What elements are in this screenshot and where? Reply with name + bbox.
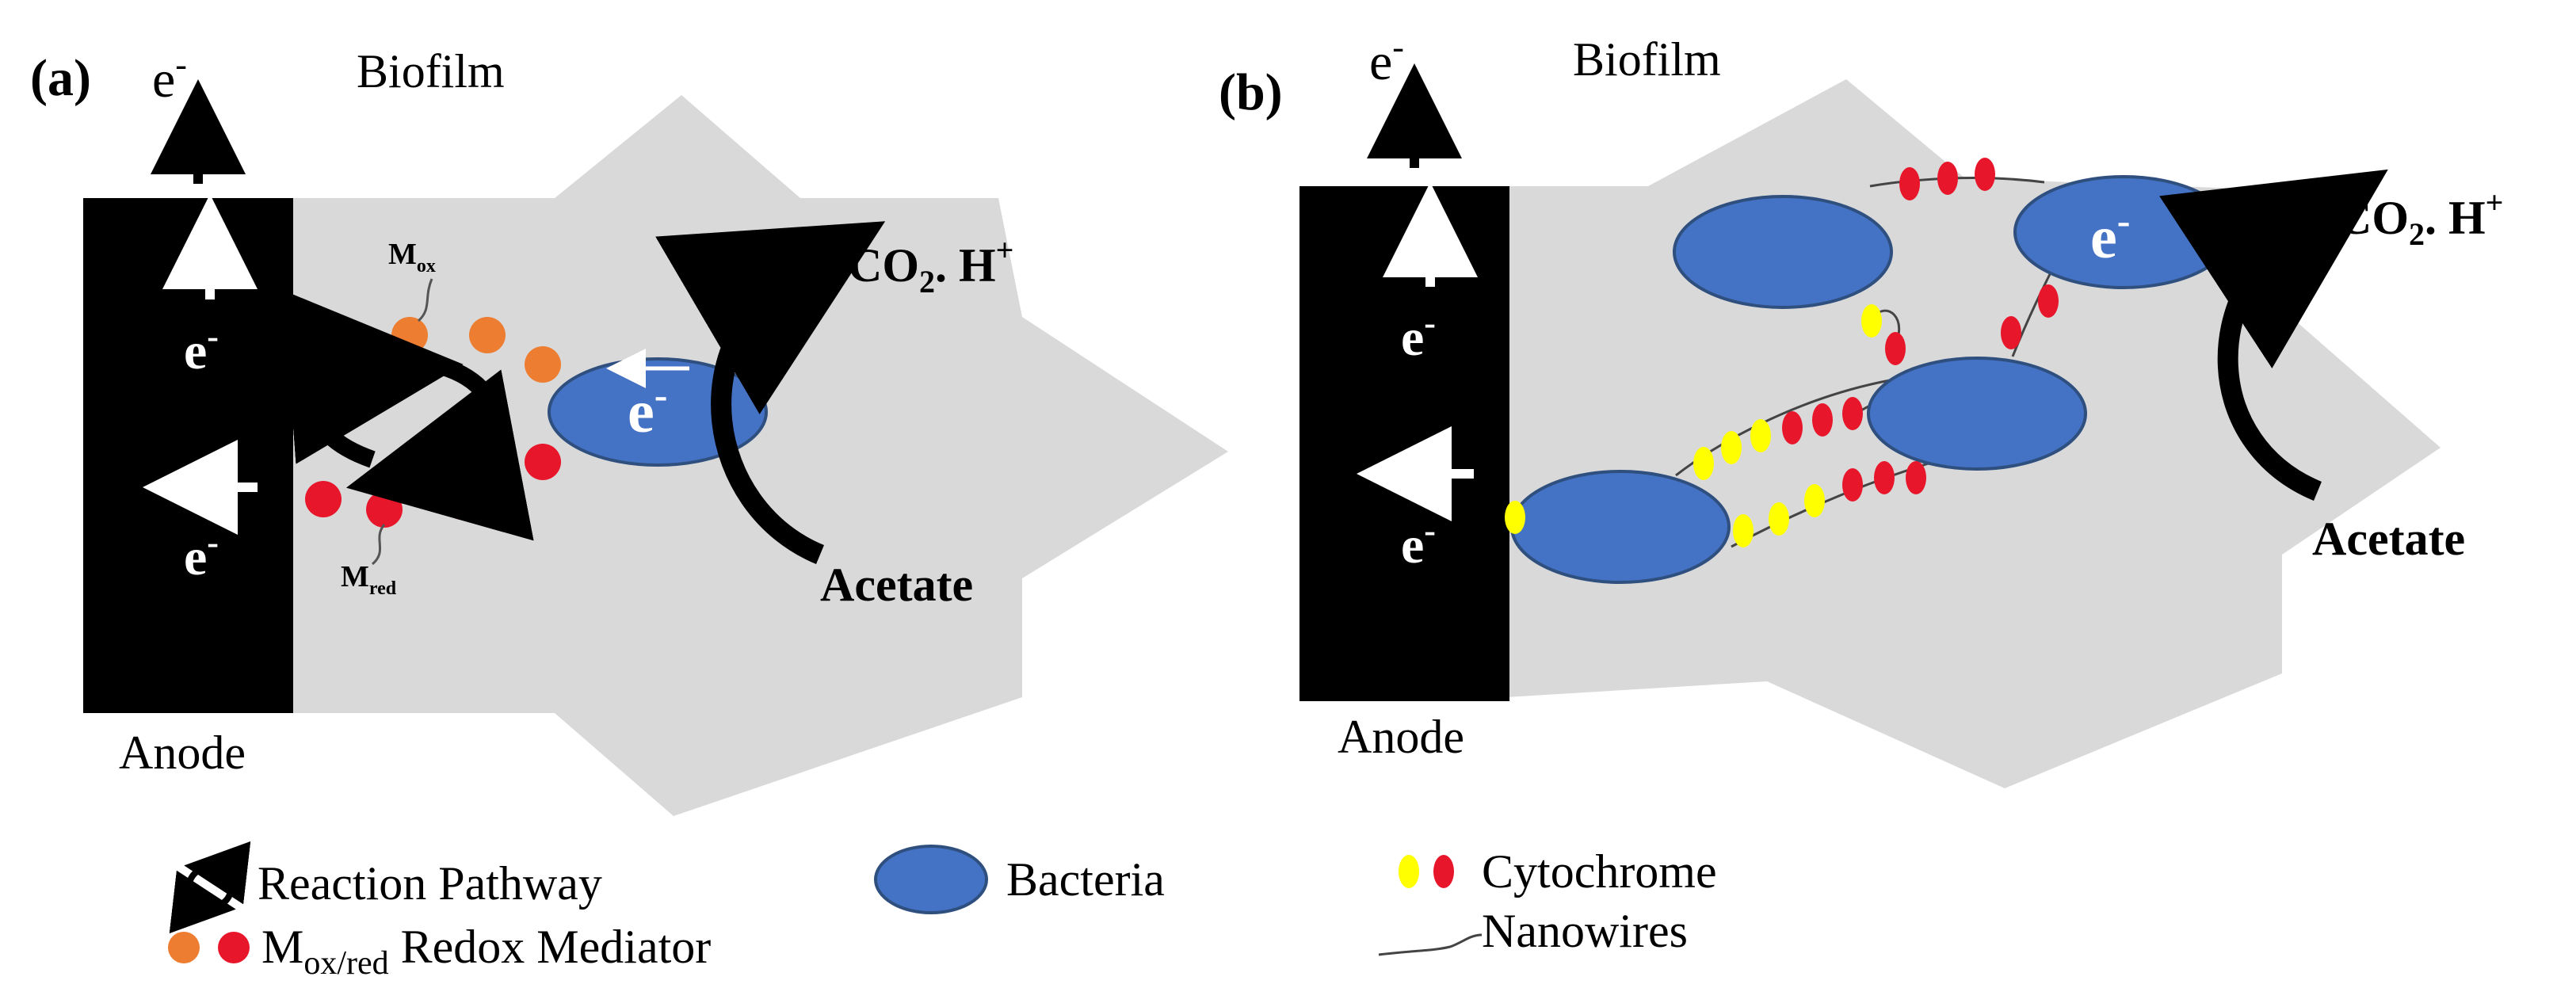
bacterium-b-1 <box>1510 470 1731 584</box>
svg-text:e-: e- <box>2090 198 2130 271</box>
svg-text:Mred: Mred <box>341 560 397 599</box>
legend-bacteria: Bacteria <box>1006 853 1165 906</box>
legend-mediator-ox-icon <box>168 932 200 963</box>
panel-a: (a) e- Biofilm Anode e- e- Mox <box>30 45 1228 816</box>
anode-label-a: Anode <box>119 727 246 779</box>
svg-text:Mox: Mox <box>388 238 436 277</box>
bacterium-b-2 <box>1673 195 1893 309</box>
mediator-ox-2 <box>391 317 428 353</box>
mediator-red-2 <box>366 491 403 528</box>
anode-electrode-a <box>83 198 293 713</box>
biofilm-region-a <box>293 95 1228 816</box>
mediator-red-3 <box>444 483 480 520</box>
legend-cytochrome: Cytochrome <box>1482 845 1717 898</box>
legend-cytochrome-yellow-icon <box>1399 855 1419 888</box>
svg-text:e-: e- <box>1401 511 1436 574</box>
oxidation-arrow-b <box>2159 169 2388 502</box>
svg-text:e-: e- <box>1401 303 1436 367</box>
legend-redox-mediator: Mox/red Redox Mediator <box>261 921 711 982</box>
mediator-ox-4 <box>525 346 561 383</box>
anode-electron-top-b: e- <box>1401 303 1436 367</box>
anode-label-b: Anode <box>1338 711 1464 763</box>
substrate-label-a: Acetate <box>820 559 973 611</box>
bacterium-electron-label-b: e- <box>2090 198 2130 271</box>
panel-b: (b) e- Biofilm Anode e- e- e- <box>1219 28 2503 788</box>
cytochromes-b <box>1505 158 2059 547</box>
legend-nanowires: Nanowires <box>1482 905 1688 957</box>
reaction-pathway-arrows <box>283 290 534 541</box>
legend-bacteria-icon <box>874 845 988 914</box>
svg-text:e-: e- <box>1369 28 1404 91</box>
panel-label-b: (b) <box>1219 63 1283 121</box>
svg-text:Mox/red Redox Mediator: Mox/red Redox Mediator <box>261 921 711 982</box>
mediator-ox-3 <box>469 317 506 353</box>
anode-electron-top-a: e- <box>184 317 219 380</box>
oxidation-arrow-a <box>655 221 886 565</box>
svg-text:e-: e- <box>184 317 219 380</box>
mred-label: Mred <box>341 560 397 599</box>
legend: Reaction Pathway Mox/red Redox Mediator … <box>168 841 1717 982</box>
svg-text:e-: e- <box>152 45 187 109</box>
anode-electrode-b <box>1299 186 1509 701</box>
mox-label: Mox <box>388 238 436 277</box>
mediator-red-1 <box>305 481 342 517</box>
legend-reaction-pathway: Reaction Pathway <box>258 857 602 910</box>
anode-electron-bottom-a: e- <box>184 523 219 586</box>
legend-nanowire-icon <box>1378 933 1483 956</box>
electron-out-label-a: e- <box>152 45 187 109</box>
svg-text:e-: e- <box>184 523 219 586</box>
reaction-pathway-legend-icon <box>169 841 251 934</box>
panel-label-a: (a) <box>30 49 91 107</box>
product-label-a: CO2. H+ <box>848 232 1013 299</box>
product-label-b: CO2. H+ <box>2337 185 2503 252</box>
electron-out-label-b: e- <box>1369 28 1404 91</box>
substrate-label-b: Acetate <box>2312 513 2465 565</box>
biofilm-label-a: Biofilm <box>357 45 505 97</box>
bacterium-b-3 <box>1867 357 2087 471</box>
legend-cytochrome-red-icon <box>1433 855 1454 888</box>
anode-electron-bottom-b: e- <box>1401 511 1436 574</box>
legend-mediator-red-icon <box>218 932 250 963</box>
biofilm-label-b: Biofilm <box>1573 33 1721 86</box>
mediator-ox-1 <box>299 341 335 377</box>
svg-text:CO2. H+: CO2. H+ <box>848 232 1013 299</box>
mediator-red-4 <box>525 444 561 480</box>
svg-text:CO2. H+: CO2. H+ <box>2337 185 2503 252</box>
